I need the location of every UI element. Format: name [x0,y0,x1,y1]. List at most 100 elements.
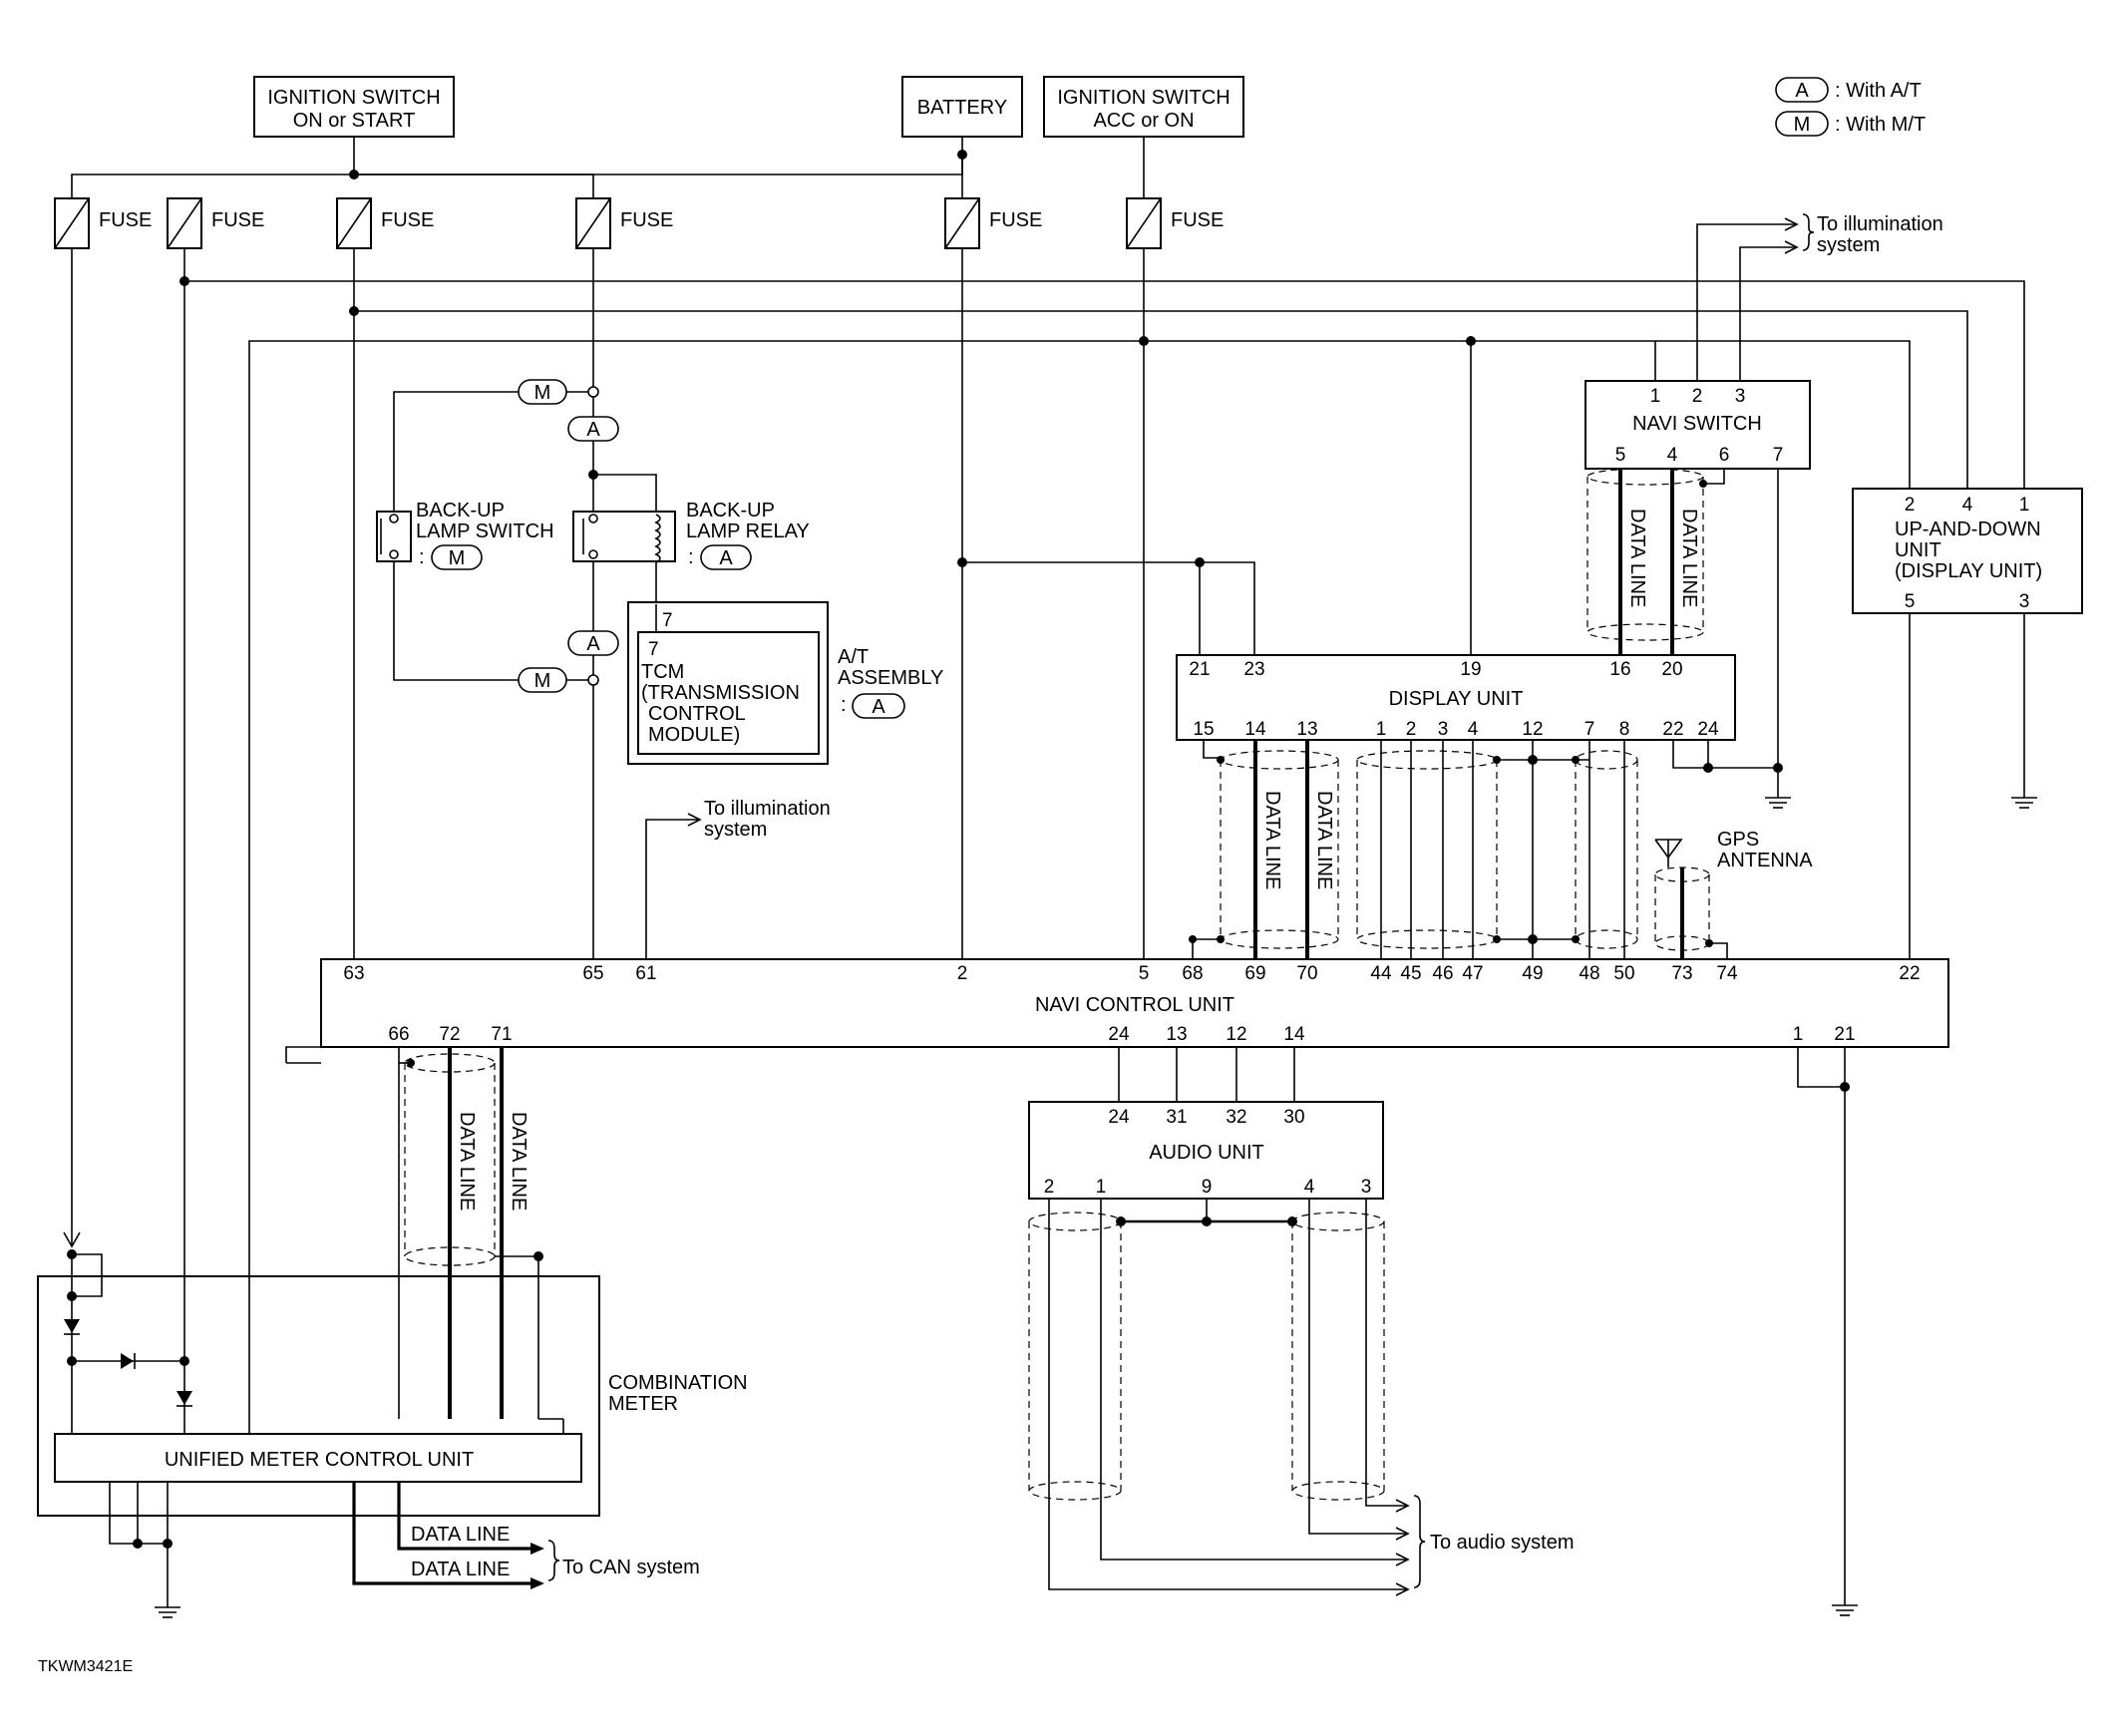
navi-switch-pin: 5 [1615,445,1626,466]
ncu-pin: 46 [1432,963,1453,984]
ncu-pin: 65 [582,963,603,984]
audio-pin: 9 [1202,1177,1213,1198]
ground-symbol [155,1606,180,1618]
can-line2: DATA LINE [411,1559,510,1580]
backup-lamp-relay: BACK-UP LAMP RELAY : A [572,500,810,570]
navi-illum-line2: system [1817,234,1880,256]
updown-pin: 5 [1905,591,1916,612]
fuse-2-label: FUSE [211,209,264,231]
ign-acc-on-line1: IGNITION SWITCH [1057,87,1230,109]
display-pin: 23 [1243,659,1264,680]
ncu-pin: 12 [1226,1024,1246,1045]
legend-m-symbol: M [1794,114,1811,136]
navi-switch-pin: 7 [1773,445,1784,466]
display-pin: 12 [1522,719,1543,740]
data-line-ns-2: DATA LINE [1678,509,1700,607]
navi-switch-pin: 3 [1735,386,1746,407]
ign-on-start-line1: IGNITION SWITCH [267,87,440,109]
fuse-5-label: FUSE [989,209,1042,231]
updown-line2: UNIT [1895,539,1941,561]
ncu-pin: 22 [1899,963,1920,984]
at-assembly-variant: A [872,696,885,718]
ncu-pin: 2 [957,963,968,984]
ncu-pin: 48 [1579,963,1599,984]
backup-switch-line2: LAMP SWITCH [416,521,554,542]
navi-switch-pin: 1 [1650,386,1661,407]
up-and-down-unit: 2 4 1 UP-AND-DOWN UNIT (DISPLAY UNIT) 5 … [1852,488,2083,614]
ncu-pin: 61 [635,963,656,984]
display-pin: 22 [1662,719,1683,740]
tcm-line2: (TRANSMISSION [641,682,800,704]
ncu-pin: 70 [1296,963,1317,984]
display-unit-title: DISPLAY UNIT [1389,688,1524,710]
fuse-4-label: FUSE [620,209,673,231]
ncu-pin: 44 [1370,963,1392,984]
display-pin: 7 [1584,719,1595,740]
display-pin: 13 [1296,719,1317,740]
data-line-du-1: DATA LINE [1261,791,1283,889]
display-pin: 24 [1697,719,1719,740]
legend-a-symbol: A [1795,80,1809,102]
ncu-pin: 72 [439,1024,460,1045]
legend-a-text: : With A/T [1835,80,1922,102]
fuse-6-label: FUSE [1171,209,1224,231]
data-line-meter-2: DATA LINE [508,1112,529,1211]
updown-pin: 4 [1962,495,1973,516]
updown-pin: 1 [2019,495,2030,516]
umcu-label: UNIFIED METER CONTROL UNIT [165,1449,474,1471]
fuse-1-label: FUSE [99,209,152,231]
audio-dest-label: To audio system [1430,1532,1575,1554]
navi-switch-title: NAVI SWITCH [1632,413,1762,435]
gps-line1: GPS [1717,829,1759,851]
audio-pin: 4 [1304,1177,1315,1198]
navi-switch-pin: 2 [1692,386,1703,407]
legend-m-text: : With M/T [1835,114,1926,136]
audio-pin: 30 [1283,1107,1304,1128]
combination-meter: COMBINATION METER UNIFIED METER CONTROL … [37,1275,748,1517]
backup-relay-line1: BACK-UP [686,500,775,521]
navi-switch: NAVI SWITCH 1 2 3 5 4 6 7 [1584,380,1811,470]
tcm-line4: MODULE) [648,724,740,746]
figure-id: TKWM3421E [38,1658,133,1675]
gps-antenna: GPS ANTENNA [1654,829,1813,871]
can-dest-label: To CAN system [562,1557,700,1578]
ground-symbol [1832,1604,1858,1616]
audio-pin: 2 [1044,1177,1055,1198]
audio-pin: 32 [1226,1107,1246,1128]
fuse-3: FUSE [336,197,434,249]
navi-switch-pin: 4 [1667,445,1678,466]
ncu-pin: 1 [1793,1024,1804,1045]
battery-label: BATTERY [917,97,1007,119]
ncu-pin: 5 [1139,963,1150,984]
ncu-pin: 47 [1462,963,1483,984]
data-line-ns-1: DATA LINE [1626,509,1648,607]
at-assembly-prefix: : [841,694,847,716]
ncu-pin: 73 [1671,963,1692,984]
navi-control-title: NAVI CONTROL UNIT [1035,994,1234,1016]
audio-pin: 3 [1361,1177,1372,1198]
fuse-4: FUSE [575,197,673,249]
data-line-du-2: DATA LINE [1313,791,1335,889]
display-pin: 19 [1460,659,1481,680]
ncu-pin: 14 [1283,1024,1305,1045]
ncu-pin: 74 [1716,963,1738,984]
updown-line1: UP-AND-DOWN [1895,519,2041,540]
ncu-pin: 71 [491,1024,512,1045]
display-pin: 16 [1609,659,1630,680]
fuse-1: FUSE [54,197,152,249]
can-line1: DATA LINE [411,1524,510,1546]
tcm-line3: CONTROL [648,703,746,725]
ncu-pin: 50 [1613,963,1634,984]
ncu-pin: 69 [1244,963,1265,984]
backup-lamp-switch: BACK-UP LAMP SWITCH : M [376,500,554,570]
at-assembly-line2: ASSEMBLY [838,667,943,689]
nav-illum-line2: system [704,819,767,841]
ncu-pin: 49 [1522,963,1543,984]
display-pin: 15 [1193,719,1214,740]
backup-relay-variant: A [719,547,733,569]
ignition-switch-on-start: IGNITION SWITCH ON or START [253,76,455,138]
ign-acc-on-line2: ACC or ON [1093,110,1194,132]
combination-meter-line1: COMBINATION [608,1372,748,1394]
ground-symbol [1765,797,1791,809]
